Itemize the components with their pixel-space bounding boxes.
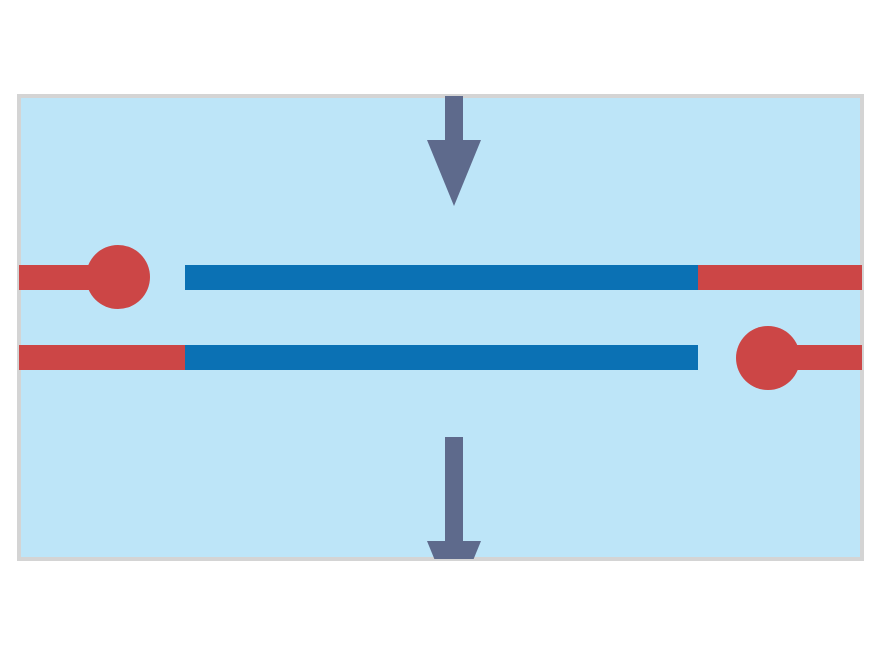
bottom-strand [19, 326, 862, 390]
top-strand-blue-segment [185, 265, 698, 290]
bottom-strand-left-segment [19, 345, 185, 370]
top-strand [19, 245, 862, 309]
bottom-strand-right-tail [768, 345, 862, 370]
bottom-strand-blue-segment [185, 345, 698, 370]
arrow-top [427, 96, 481, 206]
diagram-panel [17, 94, 864, 561]
top-strand-ball-end [86, 245, 150, 309]
arrow-bottom [427, 437, 481, 559]
top-strand-left-tail [19, 265, 99, 290]
top-strand-right-segment [698, 265, 862, 290]
